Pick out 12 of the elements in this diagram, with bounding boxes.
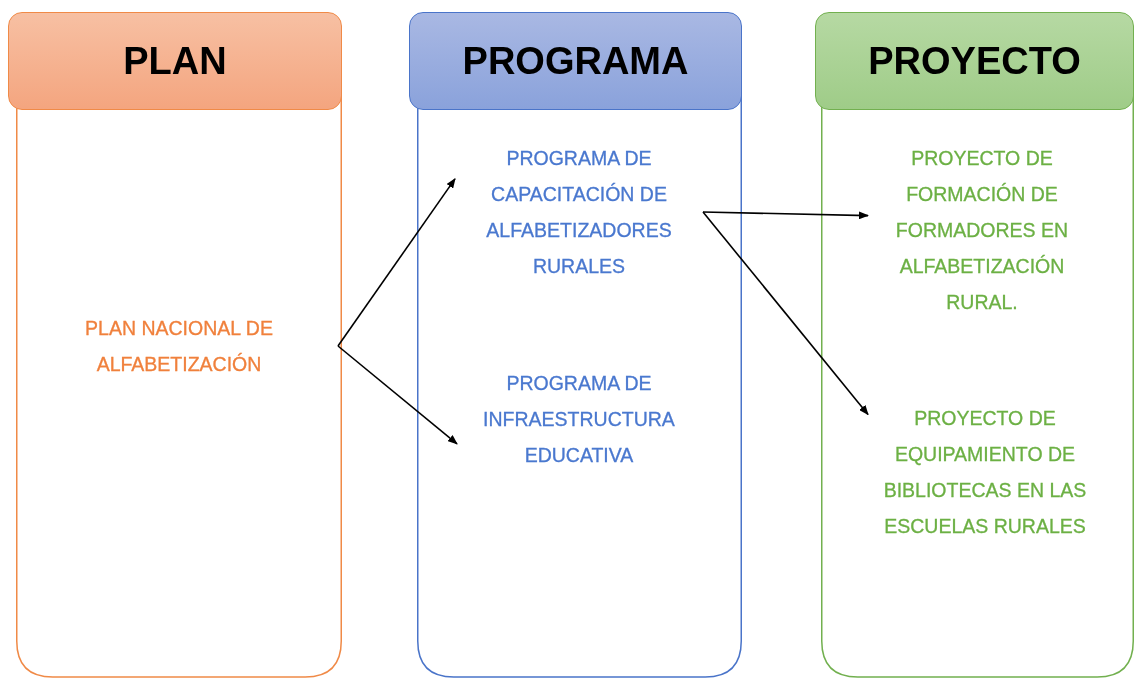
arrow bbox=[337, 345, 458, 445]
arrow bbox=[702, 211, 869, 220]
column-header: PROGRAMA bbox=[409, 12, 742, 110]
item-text: PROGRAMA DE CAPACITACIÓN DE ALFABETIZADORES RURALES bbox=[455, 140, 703, 284]
item-text: PROGRAMA DE INFRAESTRUCTURA EDUCATIVA bbox=[457, 365, 701, 473]
arrow bbox=[702, 211, 869, 416]
item-text: PLAN NACIONAL DE ALFABETIZACIÓN bbox=[20, 310, 338, 382]
arrow bbox=[337, 178, 456, 347]
item-text: PROYECTO DE EQUIPAMIENTO DE BIBLIOTECAS EN LAS ESCUELAS RURALES bbox=[868, 400, 1102, 544]
item-text: PROYECTO DE FORMACIÓN DE FORMADORES EN ALFABETIZACIÓN RURAL. bbox=[868, 140, 1096, 320]
column-header: PLAN bbox=[8, 12, 342, 110]
column-header: PROYECTO bbox=[815, 12, 1134, 110]
